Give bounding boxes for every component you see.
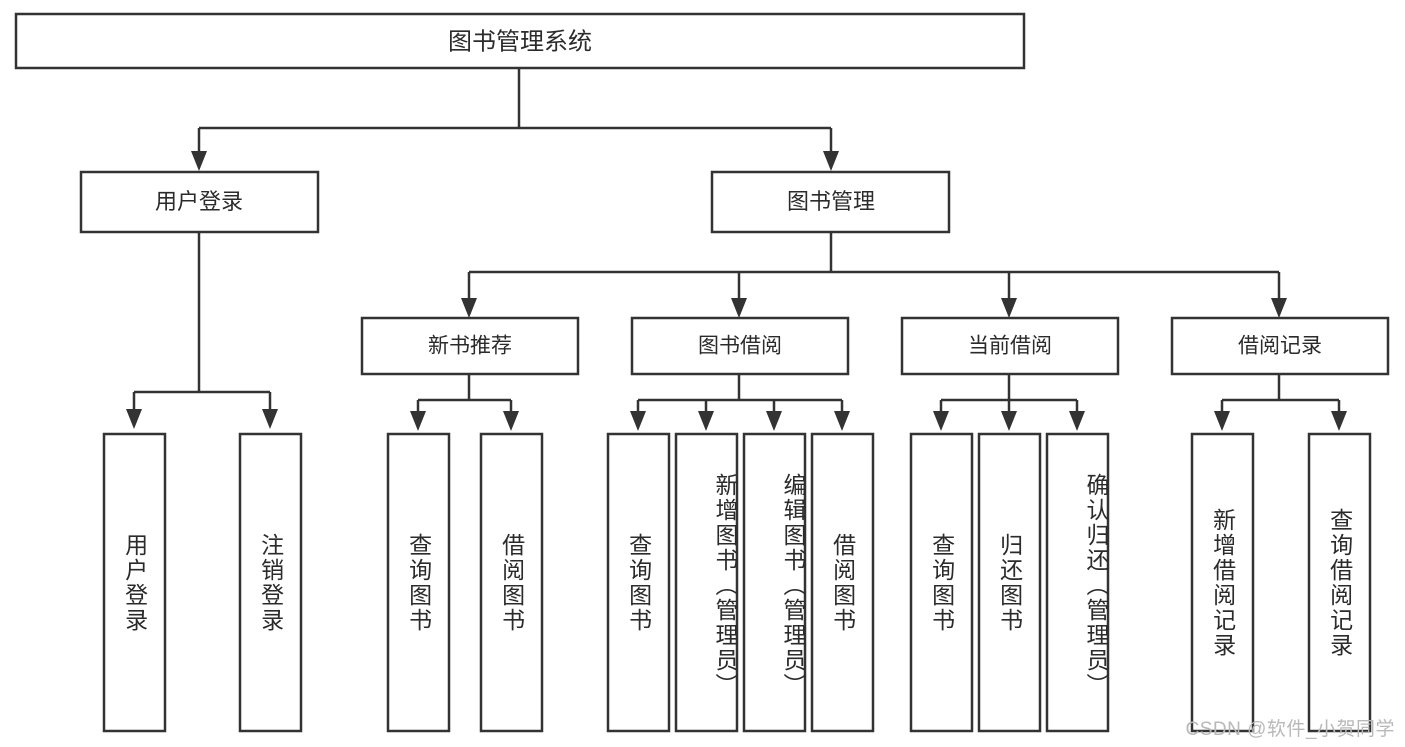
csdn-watermark: CSDN @软件_小贺同学 xyxy=(1185,719,1395,740)
arrowhead-leaf-add-record xyxy=(1214,411,1230,431)
arrowhead-leaf-logout xyxy=(262,409,278,429)
arrowhead-leaf-query-book-1 xyxy=(410,411,426,431)
node-borrow-record-box[interactable] xyxy=(1170,316,1390,376)
arrowhead-leaf-confirm-return xyxy=(1069,411,1085,431)
node-new-book-rec-label: 新书推荐 xyxy=(428,335,512,358)
arrowhead-leaf-user-login xyxy=(126,409,142,429)
node-leaf-query-book-2-box[interactable] xyxy=(606,432,671,733)
arrowhead-book-borrow xyxy=(731,298,747,318)
node-borrow-record-label: 借阅记录 xyxy=(1238,335,1322,358)
node-current-borrow-label: 当前借阅 xyxy=(968,335,1052,358)
node-book-manage-box[interactable] xyxy=(710,170,951,234)
arrowhead-leaf-add-book-admin xyxy=(698,411,714,431)
node-leaf-borrow-book-2-box[interactable] xyxy=(810,432,875,733)
arrowhead-leaf-return-book xyxy=(1001,411,1017,431)
node-leaf-return-book-box[interactable] xyxy=(977,432,1042,733)
arrowhead-leaf-query-book-3 xyxy=(933,411,949,431)
node-user-login-label: 用户登录 xyxy=(155,189,243,214)
node-user-login-box[interactable] xyxy=(79,170,320,234)
node-root-label: 图书管理系统 xyxy=(448,28,592,55)
node-leaf-logout-box[interactable] xyxy=(238,432,303,733)
node-leaf-user-login-box[interactable] xyxy=(102,432,167,733)
node-leaf-borrow-book-1-box[interactable] xyxy=(479,432,544,733)
arrowhead-current-borrow xyxy=(1001,298,1017,318)
arrowhead-borrow-record xyxy=(1271,298,1287,318)
node-leaf-query-book-1-box[interactable] xyxy=(386,432,451,733)
node-current-borrow-box[interactable] xyxy=(900,316,1120,376)
node-book-borrow-label: 图书借阅 xyxy=(698,335,782,358)
arrowhead-new-book-rec xyxy=(461,298,477,318)
arrowhead-leaf-query-record xyxy=(1331,411,1347,431)
node-leaf-edit-book-admin-box[interactable] xyxy=(742,432,807,733)
node-leaf-confirm-return-box[interactable] xyxy=(1045,432,1110,733)
arrowhead-leaf-edit-book-admin xyxy=(766,411,782,431)
node-book-manage-label: 图书管理 xyxy=(787,189,875,214)
node-new-book-rec-box[interactable] xyxy=(360,316,580,376)
node-leaf-add-book-admin-box[interactable] xyxy=(674,432,739,733)
node-leaf-query-record-box[interactable] xyxy=(1307,432,1372,733)
arrowhead-leaf-borrow-book-2 xyxy=(834,411,850,431)
arrowhead-book-manage xyxy=(823,151,839,171)
node-root-box[interactable] xyxy=(14,12,1026,70)
arrowhead-user-login xyxy=(191,151,207,171)
node-book-borrow-box[interactable] xyxy=(630,316,850,376)
arrowhead-leaf-borrow-book-1 xyxy=(503,411,519,431)
arrowhead-leaf-query-book-2 xyxy=(630,411,646,431)
node-leaf-add-record-box[interactable] xyxy=(1190,432,1255,733)
node-leaf-query-book-3-box[interactable] xyxy=(909,432,974,733)
